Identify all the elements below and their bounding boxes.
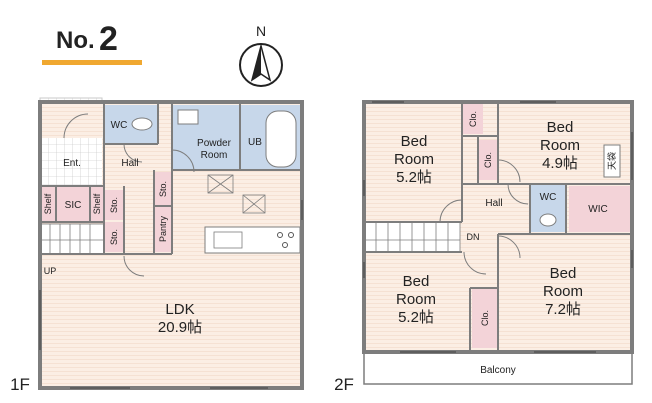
toilet-icon-2f: [539, 213, 557, 227]
floor-2-plan: Bed Room 5.2帖 Bed Room 4.9帖 天袋 Clo. Clo.…: [334, 100, 634, 394]
hall-label-1f: Hall: [121, 158, 138, 169]
closet-c-2f: [472, 288, 498, 348]
closet-a-2f: [463, 104, 483, 134]
floor-1-label: 1F: [10, 375, 30, 394]
floor-2-label: 2F: [334, 375, 354, 394]
powder-room-label-line2: Room: [201, 150, 228, 161]
bathtub-icon: [265, 110, 297, 168]
floor-1-plan: WC Powder Room UB Ent. Hall SIC Shelf Sh…: [10, 97, 304, 394]
staircase-2f: [363, 221, 461, 253]
storage-b-label: Sto.: [109, 229, 119, 245]
storage-a-1f: [104, 190, 124, 220]
storage-b-1f: [104, 222, 124, 252]
plan-number: No. 2: [42, 20, 142, 65]
shelf-right-label: Shelf: [92, 193, 102, 214]
storage-c-1f: [154, 172, 172, 206]
storage-a-label: Sto.: [109, 197, 119, 213]
ldk-label-line1: LDK: [165, 301, 194, 318]
balcony-area: [363, 351, 633, 385]
bed-se-label-line1: Bed: [550, 265, 577, 282]
door-swings-1f: [63, 113, 195, 277]
bed-ne-size: 4.9帖: [542, 155, 578, 172]
bed-ne-label-line1: Bed: [547, 119, 574, 136]
shelf-left-label: Shelf: [43, 193, 53, 214]
plan-number-prefix: No.: [56, 27, 95, 54]
stairs-up-label: UP: [44, 266, 57, 276]
walk-in-closet: [569, 186, 630, 232]
bed-se-size: 7.2帖: [545, 301, 581, 318]
wic-label: WIC: [588, 204, 607, 215]
ub-label: UB: [248, 137, 262, 148]
ceiling-marker-icons: [207, 174, 266, 214]
bed-ne-label-line2: Room: [540, 137, 580, 154]
kitchen-sink-icon: [213, 231, 243, 249]
balcony-label: Balcony: [480, 365, 516, 376]
wc-label-2f: WC: [540, 192, 557, 203]
bed-se-label-line2: Room: [543, 283, 583, 300]
staircase-1f: [39, 223, 105, 255]
entrance-floor: [40, 138, 102, 186]
closet-c-label: Clo.: [480, 310, 490, 326]
closet-b-label: Clo.: [483, 152, 493, 168]
cooktop-icon: [277, 232, 294, 248]
plan-number-value: 2: [99, 20, 118, 58]
storage-c-label: Sto.: [158, 181, 168, 197]
bed-nw-size: 5.2帖: [396, 169, 432, 186]
entrance-label: Ent.: [63, 158, 81, 169]
toilet-icon: [131, 117, 153, 131]
bed-sw-label-line2: Room: [396, 291, 436, 308]
windows-1f: [39, 200, 303, 389]
north-compass-icon: N: [239, 23, 283, 87]
windows-2f: [363, 101, 633, 353]
shelf-right-1f: [90, 186, 104, 222]
sink-icon: [177, 109, 199, 125]
stairs-down-label: DN: [467, 232, 480, 242]
ldk-label-line2: 20.9帖: [158, 319, 202, 336]
door-swings-2f: [439, 159, 529, 275]
bed-sw-size: 5.2帖: [398, 309, 434, 326]
closet-b-2f: [478, 140, 498, 180]
powder-room-label-line1: Powder: [197, 138, 232, 149]
hall-label-2f: Hall: [485, 198, 502, 209]
bed-sw-label-line1: Bed: [403, 273, 430, 290]
plan-number-underline: [42, 60, 142, 65]
bed-nw-label-line2: Room: [394, 151, 434, 168]
sic-label: SIC: [65, 200, 82, 211]
bed-nw-label-line1: Bed: [401, 133, 428, 150]
pantry-label: Pantry: [158, 215, 168, 242]
skylight-storage-box: [603, 144, 621, 178]
wc-label-1f: WC: [111, 120, 128, 131]
skylight-storage-label: 天袋: [606, 152, 617, 170]
compass-north-label: N: [256, 23, 266, 39]
closet-a-label: Clo.: [468, 111, 478, 127]
pantry: [154, 206, 172, 252]
sic-room: [56, 186, 90, 222]
shelf-left-1f: [40, 186, 56, 222]
